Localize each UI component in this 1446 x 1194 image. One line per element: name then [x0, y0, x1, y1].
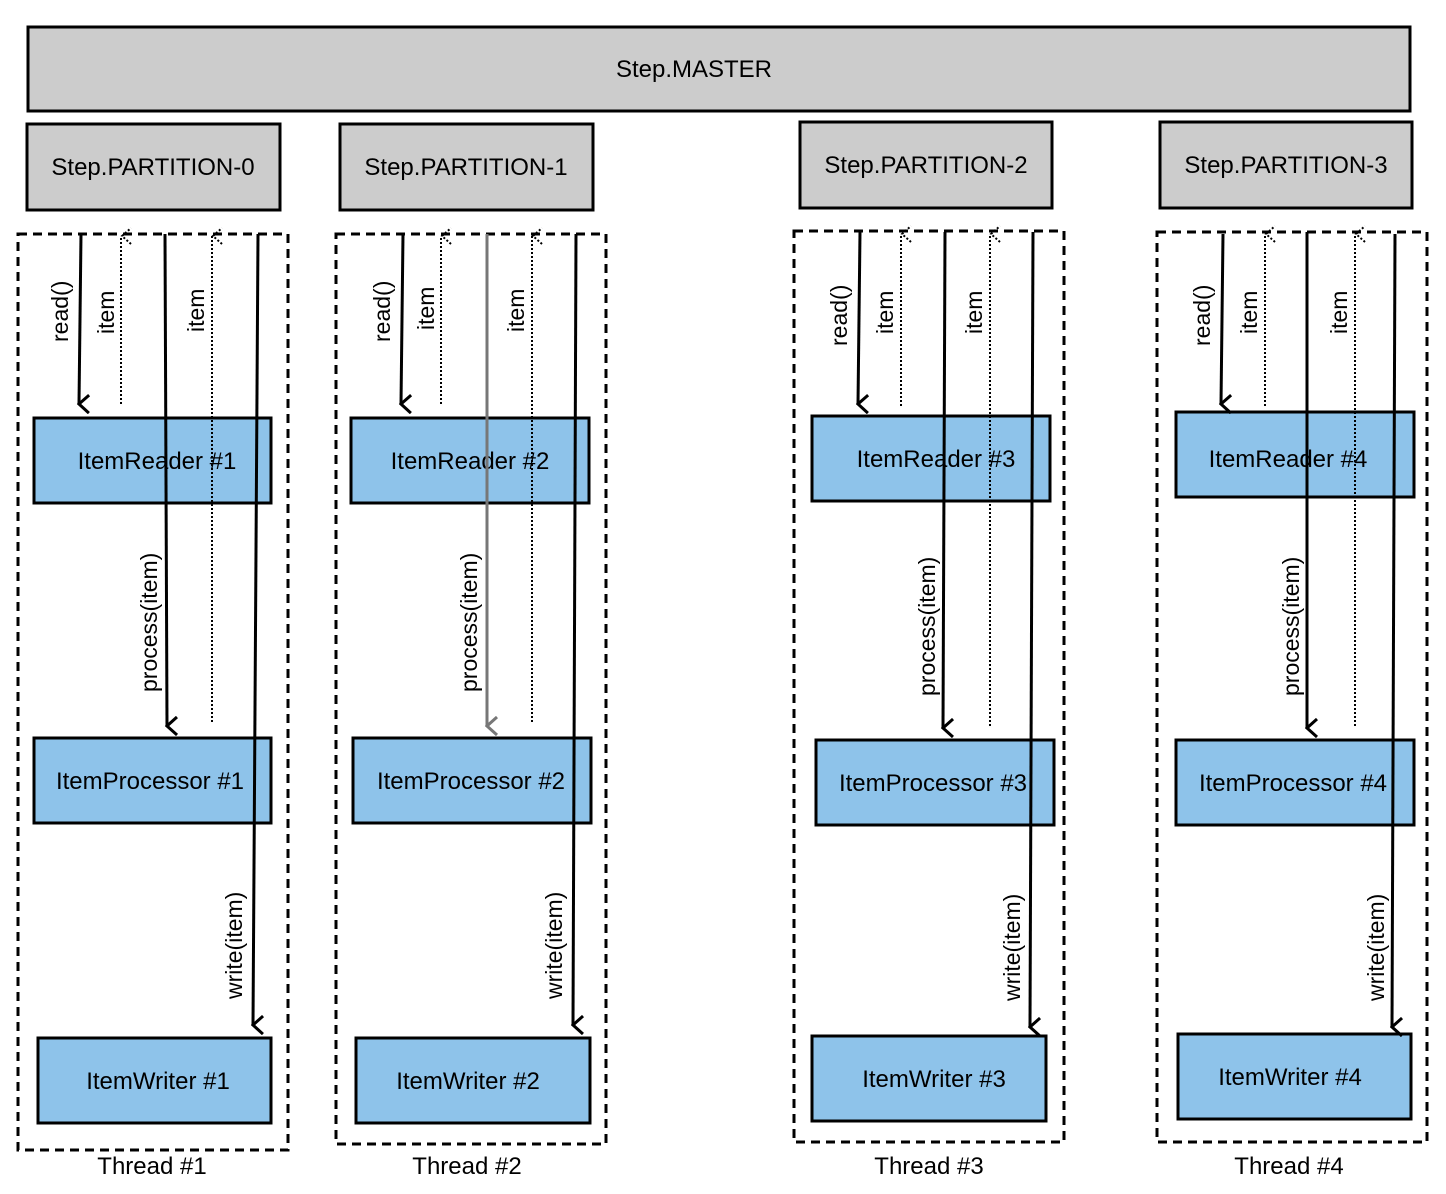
process-label: process(item)	[914, 557, 940, 696]
item-reader-label: ItemReader #2	[391, 448, 550, 475]
item-processor: ItemProcessor #2	[351, 736, 593, 825]
write-arrow	[1030, 231, 1033, 1027]
item-processor: ItemProcessor #1	[32, 736, 273, 825]
item-reader: ItemReader #1	[32, 416, 273, 505]
thread-boundary	[334, 232, 608, 1146]
process-label: process(item)	[456, 553, 482, 692]
item-label: item	[961, 291, 987, 334]
thread-label: Thread #3	[874, 1153, 983, 1180]
lane-1: Step.PARTITION-0 ItemReader #1 ItemProce…	[16, 122, 290, 1180]
lane-3: Step.PARTITION-2 ItemReader #3 ItemProce…	[792, 120, 1066, 1180]
read-arrow	[401, 233, 403, 404]
item-label: item	[413, 287, 439, 330]
item-writer-label: ItemWriter #4	[1218, 1064, 1362, 1091]
item-writer: ItemWriter #3	[810, 1034, 1048, 1123]
item-writer-label: ItemWriter #1	[86, 1068, 230, 1095]
thread-boundary	[792, 229, 1066, 1144]
item-processor-label: ItemProcessor #2	[377, 768, 565, 795]
item-processor-label: ItemProcessor #3	[839, 770, 1027, 797]
item-writer: ItemWriter #4	[1176, 1032, 1413, 1121]
partition-label: Step.PARTITION-3	[1184, 152, 1387, 179]
read-label: read()	[369, 281, 395, 342]
write-label: write(item)	[221, 892, 247, 1000]
process-label: process(item)	[136, 553, 162, 692]
process-label: process(item)	[1278, 557, 1304, 696]
item-processor-label: ItemProcessor #1	[56, 768, 244, 795]
item-processor: ItemProcessor #4	[1174, 738, 1416, 827]
read-arrow	[858, 231, 860, 404]
write-label: write(item)	[999, 894, 1025, 1002]
read-arrow	[1221, 233, 1223, 404]
partition-box: Step.PARTITION-0	[25, 122, 282, 212]
partition-box: Step.PARTITION-1	[338, 122, 595, 212]
item-label: item	[93, 291, 119, 334]
partition-box: Step.PARTITION-3	[1158, 120, 1414, 210]
write-label: write(item)	[541, 892, 567, 1000]
process-arrow	[163, 233, 167, 726]
thread-boundary	[1155, 230, 1429, 1144]
read-arrow	[79, 233, 81, 404]
master-step-label: Step.MASTER	[616, 56, 772, 83]
lane-4: Step.PARTITION-3 ItemReader #4 ItemProce…	[1155, 120, 1429, 1180]
item-label: item	[503, 289, 529, 332]
item-label: item	[1236, 291, 1262, 334]
thread-label: Thread #4	[1234, 1153, 1343, 1180]
read-label: read()	[1189, 285, 1215, 346]
lane-2: Step.PARTITION-1 ItemReader #2 ItemProce…	[334, 122, 608, 1180]
partition-box: Step.PARTITION-2	[798, 120, 1054, 210]
master-step: Step.MASTER	[26, 25, 1412, 113]
item-reader: ItemReader #3	[810, 414, 1052, 503]
write-label: write(item)	[1363, 894, 1389, 1002]
item-reader: ItemReader #4	[1174, 410, 1416, 499]
item-label: item	[1326, 291, 1352, 334]
write-arrow	[253, 233, 258, 1025]
item-label: item	[183, 289, 209, 332]
partition-label: Step.PARTITION-0	[51, 154, 254, 181]
thread-label: Thread #1	[97, 1153, 206, 1180]
item-reader-label: ItemReader #4	[1209, 446, 1368, 473]
item-writer: ItemWriter #1	[36, 1036, 273, 1125]
item-processor: ItemProcessor #3	[814, 738, 1056, 827]
partition-label: Step.PARTITION-2	[824, 152, 1027, 179]
item-processor-label: ItemProcessor #4	[1199, 770, 1387, 797]
write-arrow	[573, 233, 576, 1025]
read-label: read()	[47, 281, 73, 342]
item-writer-label: ItemWriter #3	[862, 1066, 1006, 1093]
process-arrow	[943, 231, 945, 728]
thread-label: Thread #2	[412, 1153, 521, 1180]
item-writer: ItemWriter #2	[354, 1036, 592, 1125]
item-label: item	[872, 291, 898, 334]
item-reader-label: ItemReader #1	[78, 448, 237, 475]
item-reader-label: ItemReader #3	[857, 446, 1016, 473]
item-reader: ItemReader #2	[349, 416, 591, 505]
item-writer-label: ItemWriter #2	[396, 1068, 540, 1095]
thread-boundary	[16, 232, 290, 1152]
write-arrow	[1392, 233, 1395, 1027]
read-label: read()	[826, 285, 852, 346]
partition-label: Step.PARTITION-1	[364, 154, 567, 181]
